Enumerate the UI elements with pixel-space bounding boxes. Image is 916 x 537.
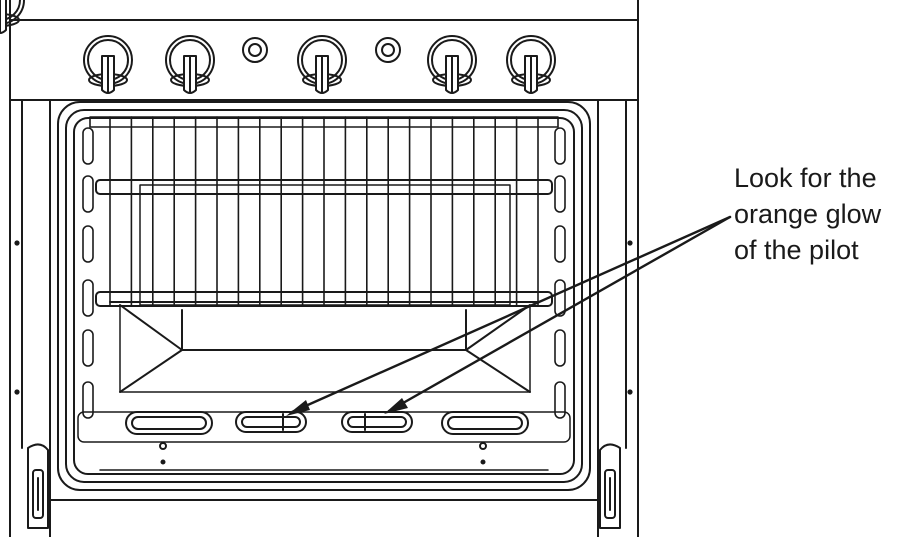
range-body [9, 0, 639, 537]
callout-arrow-1 [290, 215, 732, 414]
oven-rack [89, 116, 559, 307]
igniter-button-1 [242, 37, 268, 63]
callout-line-3: of the pilot [734, 235, 859, 265]
control-knobs [0, 0, 556, 94]
floor-slot-4 [441, 411, 529, 435]
igniter-button-2 [375, 37, 401, 63]
rack-supports [82, 127, 566, 419]
floor-slot-3 [341, 411, 413, 433]
control-knob-1 [83, 35, 133, 94]
floor-slot-1 [125, 411, 213, 435]
control-knob-4 [427, 35, 477, 94]
callout-arrows [286, 215, 732, 416]
oven-cavity [119, 184, 531, 393]
callout-arrow-2 [387, 215, 732, 413]
callout-line-2: orange glow [734, 199, 882, 229]
control-knob-3 [297, 35, 347, 94]
rack-wires [109, 116, 539, 307]
callout-label: Look for the orange glow of the pilot [734, 160, 916, 268]
oven-floor [77, 411, 571, 471]
igniter-buttons [242, 37, 401, 63]
floor-slot-2 [235, 411, 307, 433]
control-knob-5 [506, 35, 556, 94]
control-knob [0, 0, 25, 34]
door-hinges [27, 443, 621, 529]
control-knob-2 [165, 35, 215, 94]
callout-line-1: Look for the [734, 163, 877, 193]
